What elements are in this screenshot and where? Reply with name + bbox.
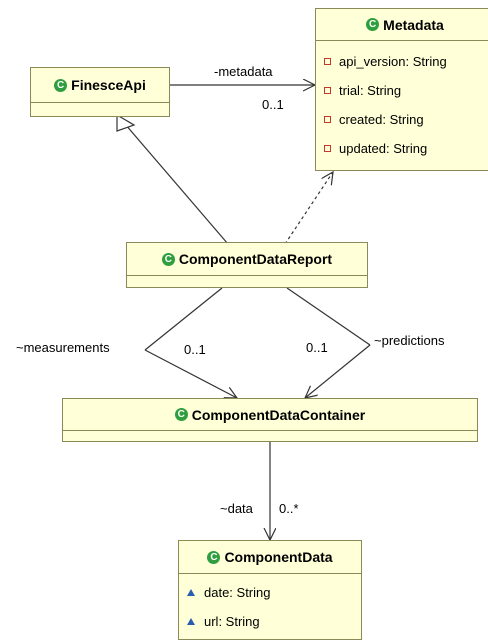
metadata-class-header: C Metadata	[316, 9, 488, 41]
attribute-row: trial: String	[316, 76, 488, 105]
attribute-text: created: String	[339, 112, 424, 127]
componentdatareport-attributes	[127, 276, 367, 281]
package-field-icon	[187, 618, 195, 625]
association-predictions-line-1	[286, 287, 371, 346]
attribute-row: url: String	[179, 607, 361, 636]
attribute-row: api_version: String	[316, 47, 488, 76]
package-field-icon	[187, 589, 195, 596]
predictions-multiplicity-label: 0..1	[306, 340, 328, 355]
private-field-icon	[324, 116, 331, 123]
attribute-text: url: String	[204, 614, 260, 629]
association-measurements-line-2	[144, 349, 237, 398]
attribute-row: date: String	[179, 578, 361, 607]
finesceapi-class[interactable]: C FinesceApi	[30, 67, 170, 117]
componentdatacontainer-class[interactable]: C ComponentDataContainer	[62, 398, 478, 442]
data-multiplicity-label: 0..*	[279, 501, 299, 516]
metadata-class-name: Metadata	[383, 16, 444, 33]
attribute-row: updated: String	[316, 134, 488, 163]
measurements-role-label: ~measurements	[16, 340, 110, 355]
data-role-label: ~data	[220, 501, 253, 516]
attribute-text: api_version: String	[339, 54, 447, 69]
class-icon: C	[366, 18, 380, 31]
finesceapi-attributes	[31, 103, 169, 109]
componentdatareport-class-name: ComponentDataReport	[178, 251, 333, 267]
finesceapi-class-header: C FinesceApi	[31, 68, 169, 103]
class-icon: C	[54, 78, 68, 92]
attribute-text: updated: String	[339, 141, 428, 156]
class-icon: C	[174, 408, 188, 421]
componentdatareport-class[interactable]: C ComponentDataReport	[126, 242, 368, 288]
class-icon: C	[161, 252, 175, 266]
private-field-icon	[324, 87, 331, 94]
componentdata-class[interactable]: C ComponentData date: String url: String	[178, 540, 362, 640]
componentdata-attributes: date: String url: String	[179, 574, 361, 636]
class-icon: C	[207, 550, 221, 564]
componentdatacontainer-class-name: ComponentDataContainer	[191, 406, 366, 423]
attribute-text: date: String	[204, 585, 271, 600]
attribute-text: trial: String	[339, 83, 402, 98]
componentdata-class-header: C ComponentData	[179, 541, 361, 574]
measurements-multiplicity-label: 0..1	[184, 342, 206, 357]
private-field-icon	[324, 145, 331, 152]
componentdatareport-class-header: C ComponentDataReport	[127, 243, 367, 276]
metadata-role-label: -metadata	[214, 64, 273, 79]
metadata-class[interactable]: C Metadata api_version: String trial: St…	[315, 8, 488, 171]
metadata-attributes: api_version: String trial: String create…	[316, 41, 488, 163]
generalization-line	[124, 123, 229, 245]
metadata-multiplicity-label: 0..1	[262, 97, 284, 112]
attribute-row: created: String	[316, 105, 488, 134]
finesceapi-class-name: FinesceApi	[71, 77, 146, 93]
association-predictions-line-2	[305, 344, 371, 398]
generalization-arrowhead	[116, 113, 136, 132]
predictions-role-label: ~predictions	[374, 333, 445, 348]
componentdata-class-name: ComponentData	[224, 549, 333, 565]
componentdatacontainer-class-header: C ComponentDataContainer	[63, 399, 477, 431]
dependency-report-metadata	[284, 172, 333, 245]
componentdatacontainer-attributes	[63, 431, 477, 436]
private-field-icon	[324, 58, 331, 65]
association-measurements-line-1	[144, 287, 223, 351]
